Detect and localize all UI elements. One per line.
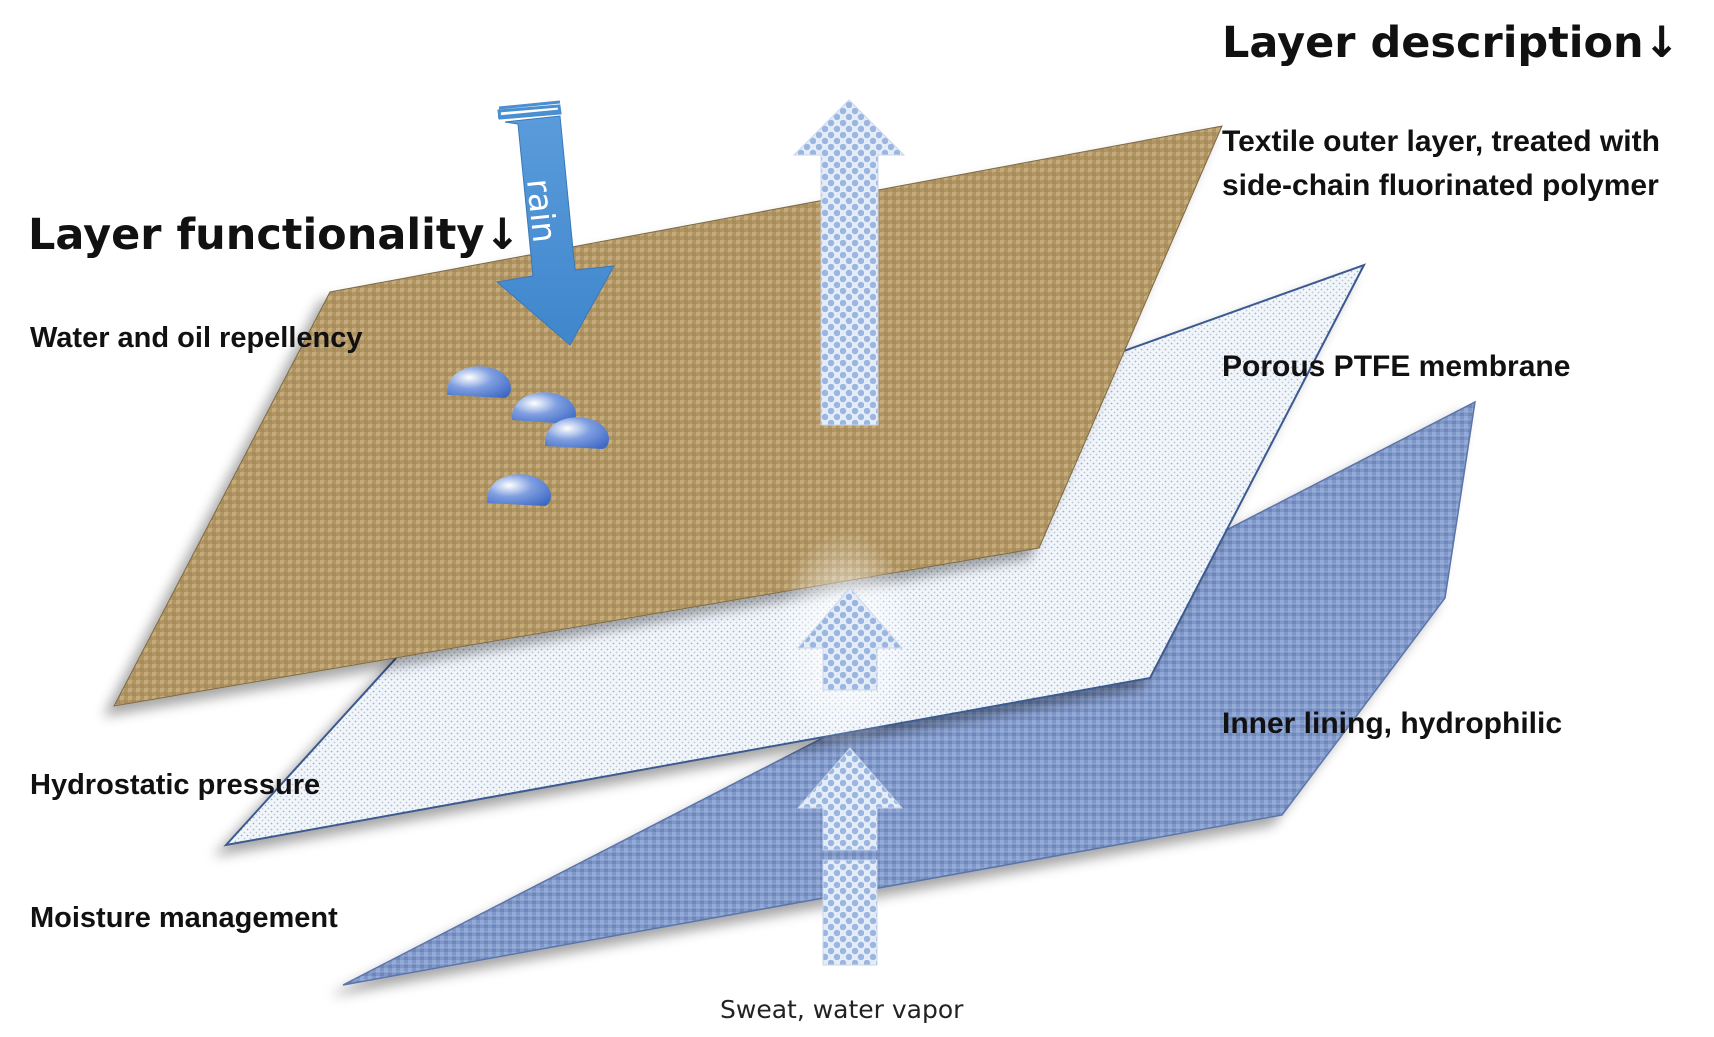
outer-textile-layer bbox=[113, 125, 1223, 707]
functionality-inner-label: Moisture management bbox=[30, 902, 338, 934]
description-heading: Layer description↓ bbox=[1222, 18, 1680, 68]
vapor-arrow-icon bbox=[796, 587, 904, 691]
functionality-outer-label: Water and oil repellency bbox=[30, 322, 363, 354]
water-droplet-icon bbox=[544, 417, 609, 449]
rain-label: rain bbox=[519, 177, 564, 245]
functionality-heading: Layer functionality↓ bbox=[28, 210, 521, 260]
description-inner-label: Inner lining, hydrophilic bbox=[1222, 707, 1563, 740]
description-outer-line2: side-chain fluorinated polymer bbox=[1222, 169, 1659, 202]
functionality-membrane-label: Hydrostatic pressure bbox=[30, 769, 321, 801]
water-droplet-icon bbox=[511, 392, 576, 424]
vapor-arrow-icon bbox=[822, 859, 878, 966]
water-droplet-icon bbox=[486, 474, 551, 506]
rain-arrow-icon bbox=[495, 100, 615, 346]
description-outer-label: Textile outer layer, treated with side-c… bbox=[1222, 120, 1660, 208]
description-membrane-label: Porous PTFE membrane bbox=[1222, 350, 1571, 383]
vapor-arrow-icon bbox=[792, 99, 906, 426]
vapor-arrow-icon bbox=[796, 747, 904, 851]
vapor-caption: Sweat, water vapor bbox=[720, 995, 964, 1024]
water-droplet-icon bbox=[446, 366, 511, 398]
description-outer-line1: Textile outer layer, treated with bbox=[1222, 125, 1660, 158]
